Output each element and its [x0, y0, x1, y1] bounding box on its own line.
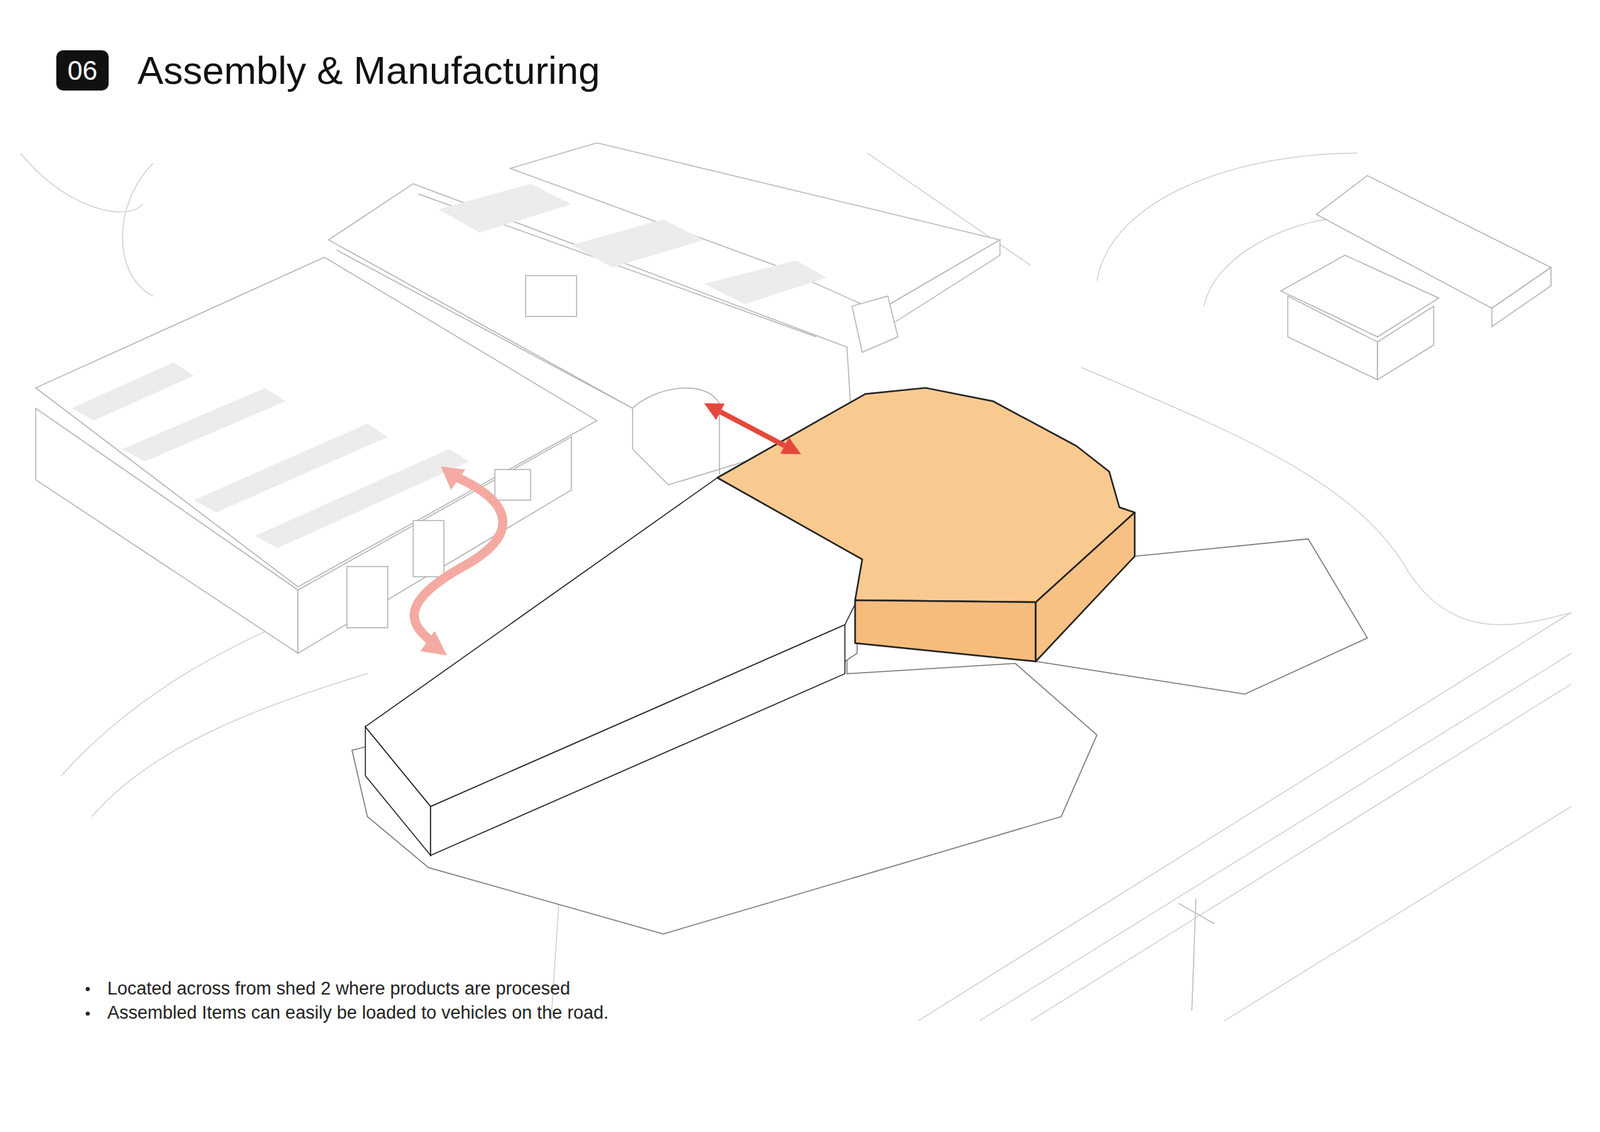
badge-number: 06 — [67, 55, 98, 86]
bullets — [85, 987, 90, 1016]
flow-arrow — [704, 403, 802, 454]
existing-block — [365, 477, 863, 855]
loading-arrow — [414, 466, 503, 656]
page-title: Assembly & Manufacturing — [137, 48, 601, 94]
pole — [1178, 897, 1215, 1010]
bullet-note: Assembled Items can easily be loaded to … — [107, 1001, 609, 1024]
shed-one — [35, 257, 597, 654]
roads — [20, 152, 1572, 1021]
assembly-building — [717, 387, 1135, 662]
bullet-note: Located across from shed 2 where product… — [107, 977, 570, 1000]
neighbour-buildings — [1280, 175, 1552, 380]
number-badge: 06 — [56, 50, 109, 91]
